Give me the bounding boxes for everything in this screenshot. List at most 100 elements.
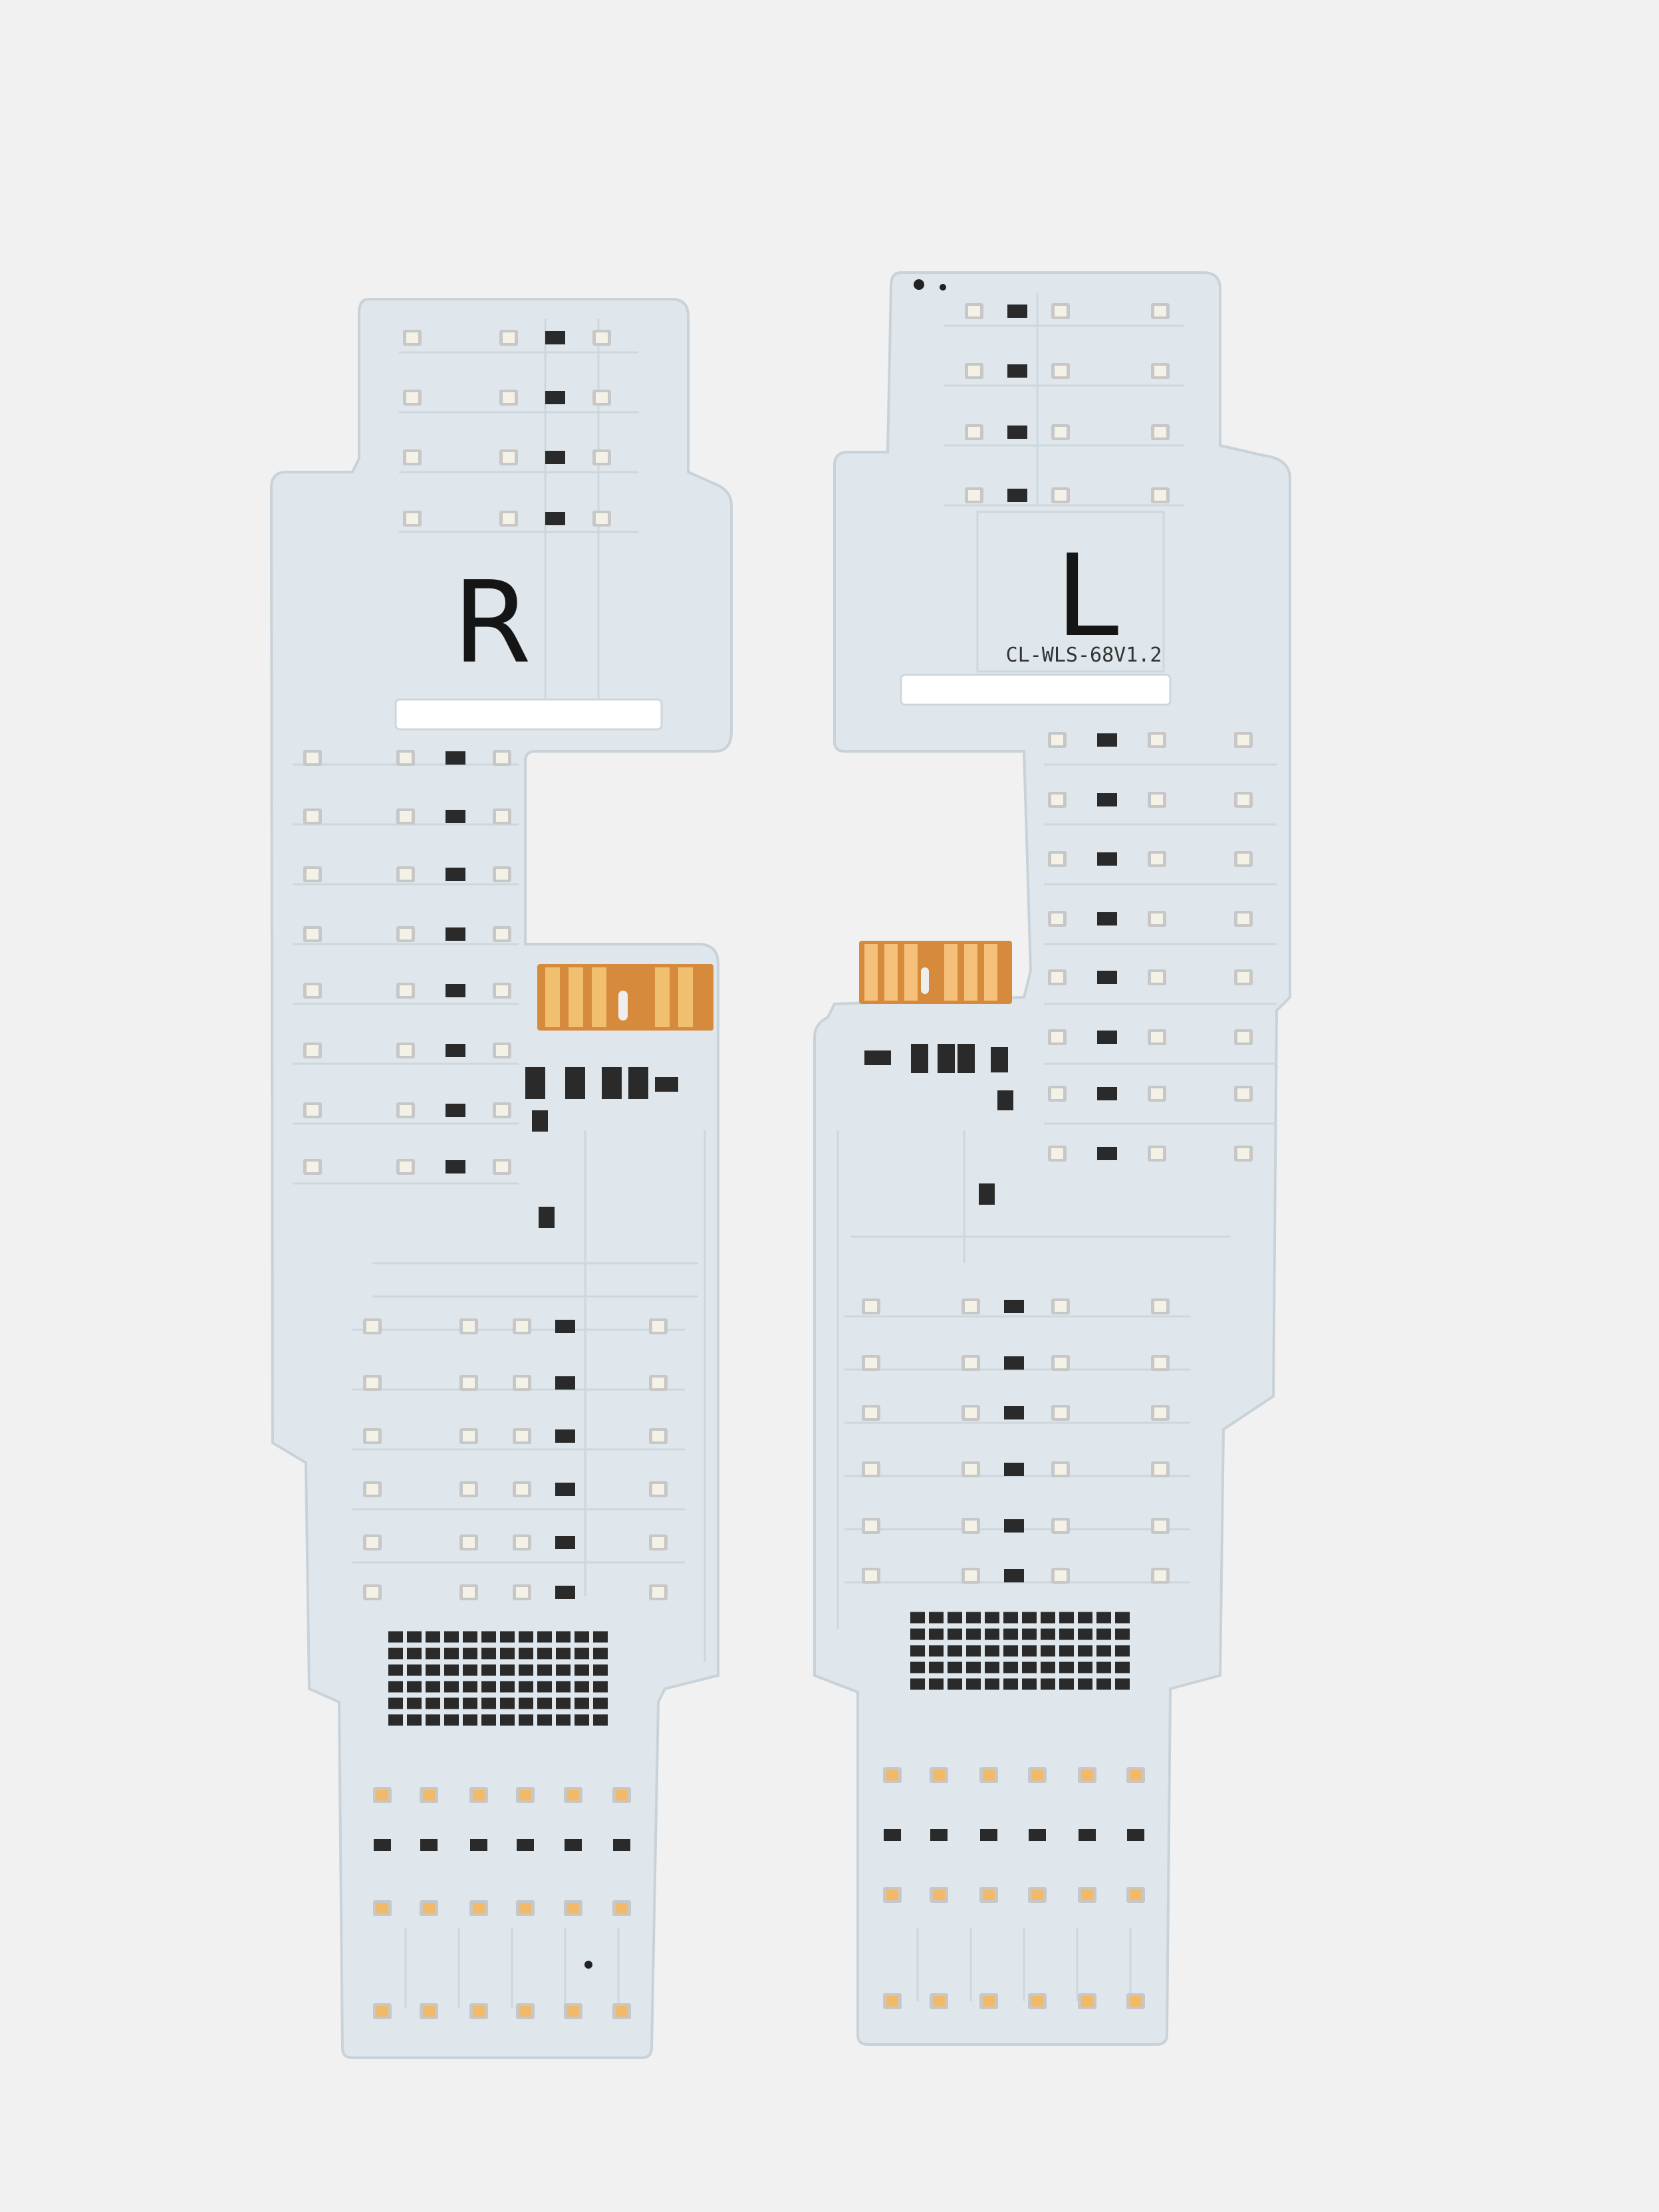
smd-chip [537,1697,552,1709]
smd-chip [1096,1661,1111,1673]
smd-chip [1004,1300,1024,1313]
led-emitter [1130,1996,1142,2007]
led-emitter [503,332,515,343]
smd-chip [985,1628,999,1640]
smd-chip [966,1628,981,1640]
smd-chip [985,1612,999,1624]
smd-chip [407,1697,422,1709]
led-emitter [1154,1521,1166,1531]
led-emitter [1154,1464,1166,1475]
smd-chip [545,331,565,344]
smd-chip [966,1661,981,1673]
smd-chip [537,1714,552,1726]
smd-chip [1003,1628,1018,1640]
smd-chip [1115,1661,1130,1673]
led-emitter [1055,1301,1067,1312]
smd-chip [481,1681,496,1693]
smd-chip [463,1664,477,1676]
led-emitter [503,392,515,403]
smd-chip [1003,1645,1018,1657]
led-emitter [366,1484,378,1495]
smd-chip [1003,1612,1018,1624]
smd-chip [985,1645,999,1657]
smd-chip [910,1645,925,1657]
smd-chip [1096,1645,1111,1657]
led-emitter [1151,735,1163,745]
smd-chip [463,1631,477,1643]
led-emitter [307,753,319,763]
smd-chip [444,1714,459,1726]
smd-chip [929,1628,944,1640]
led-emitter [886,1770,898,1781]
smd-chip [1041,1628,1055,1640]
smd-chip [593,1697,608,1709]
smd-chip [444,1631,459,1643]
smd-chip [407,1714,422,1726]
led-emitter [596,513,608,524]
led-emitter [463,1484,475,1495]
smd-chip [407,1664,422,1676]
smd-chip [1097,971,1117,984]
led-emitter [406,513,418,524]
led-emitter [400,753,412,763]
led-emitter [406,452,418,463]
smd-chip [1096,1628,1111,1640]
led-emitter [473,1903,485,1913]
led-emitter [965,1570,977,1581]
led-emitter [1051,854,1063,864]
smd-chip [1041,1678,1055,1690]
led-emitter [968,306,980,316]
smd-chip [565,1839,582,1851]
smd-chip [426,1631,440,1643]
smd-chip [1078,1645,1092,1657]
led-emitter [503,513,515,524]
smd-chip [537,1648,552,1659]
smd-chip [1022,1645,1037,1657]
smd-chip [519,1648,533,1659]
smd-chip [446,1160,465,1173]
led-emitter [366,1431,378,1441]
smd-chip [446,1104,465,1117]
led-emitter [865,1301,877,1312]
smd-chip [1078,1628,1092,1640]
led-emitter [400,929,412,939]
smd-chip [420,1839,438,1851]
board-r-ic-row [525,1067,678,1228]
led-emitter [983,1770,995,1781]
led-emitter [366,1587,378,1598]
smd-chip [537,1681,552,1693]
smd-chip [481,1714,496,1726]
smd-chip [1059,1628,1074,1640]
smd-chip [1097,793,1117,806]
led-emitter [933,1996,945,2007]
smd-chip [446,751,465,765]
smd-chip [1022,1628,1037,1640]
smd-chip [1059,1612,1074,1624]
board-l-part-number: CL-WLS-68V1.2 [1006,644,1162,667]
led-emitter [516,1321,528,1332]
smd-chip [910,1678,925,1690]
board-l-slot [900,674,1172,706]
led-emitter [1051,1088,1063,1099]
smd-chip [574,1631,589,1643]
led-emitter [933,1770,945,1781]
board-l-via-1 [914,279,924,290]
led-emitter [400,1105,412,1116]
smd-chip [426,1664,440,1676]
led-emitter [1055,1521,1067,1531]
led-emitter [1151,795,1163,805]
led-emitter [423,1903,435,1913]
smd-chip [556,1681,571,1693]
smd-chip [388,1714,403,1726]
led-emitter [463,1431,475,1441]
smd-chip [1097,1031,1117,1044]
led-emitter [983,1996,995,2007]
smd-chip [1115,1628,1130,1640]
smd-chip [1041,1612,1055,1624]
board-r: R [269,298,733,2059]
led-emitter [1055,1408,1067,1418]
led-emitter [496,869,508,880]
smd-chip [556,1664,571,1676]
smd-chip [407,1631,422,1643]
board-l: L CL-WLS-68V1.2 [813,271,1291,2046]
